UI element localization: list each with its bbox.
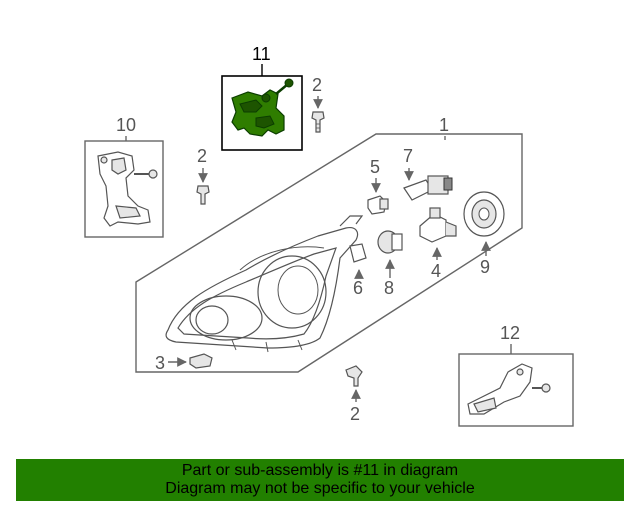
- footer-line-1: Part or sub-assembly is #11 in diagram: [181, 462, 459, 479]
- callout-7-group[interactable]: 7: [403, 146, 453, 201]
- callout-12-label: 12: [500, 323, 520, 343]
- callout-8-group[interactable]: 8: [377, 230, 403, 298]
- mounting-bracket-part-12: [467, 363, 551, 415]
- bulb-part-7: [403, 175, 453, 201]
- bolt-part-2-bottom: [345, 365, 363, 387]
- callout-12-group[interactable]: 12: [458, 323, 574, 427]
- callout-4-label: 4: [431, 261, 441, 281]
- callout-10-label: 10: [116, 115, 136, 135]
- mounting-bracket-part-10: [97, 151, 158, 227]
- callout-2-bottom-group[interactable]: 2: [345, 365, 363, 424]
- callout-2-top-label: 2: [312, 75, 322, 95]
- callout-7-label: 7: [403, 146, 413, 166]
- callout-5-group[interactable]: 5: [367, 157, 389, 215]
- callout-1-label: 1: [439, 115, 449, 135]
- adjuster-bracket-part-11: [231, 78, 294, 137]
- callout-11-group[interactable]: 11: [221, 44, 303, 151]
- callout-5-label: 5: [370, 157, 380, 177]
- callout-1-group[interactable]: 1: [135, 115, 523, 373]
- callout-2-bottom-label: 2: [350, 404, 360, 424]
- socket-part-6: [349, 243, 367, 263]
- clip-part-3: [189, 353, 213, 369]
- callout-2-top-group[interactable]: 2: [311, 75, 325, 133]
- bolt-part-2-left: [196, 185, 210, 205]
- bulb-part-5: [367, 195, 389, 215]
- callout-3-label: 3: [155, 353, 165, 373]
- callout-4-group[interactable]: 4: [419, 207, 457, 281]
- bolt-part-2-top: [311, 111, 325, 133]
- callout-11-label: 11: [252, 44, 271, 64]
- callout-3-group[interactable]: 3: [155, 353, 213, 373]
- socket-part-8: [377, 230, 403, 254]
- callout-2-left-group[interactable]: 2: [196, 146, 210, 205]
- headlight-housing-part-1: [165, 215, 364, 353]
- headlight-assembly-outline: [135, 133, 523, 373]
- callout-9-group[interactable]: 9: [463, 191, 505, 277]
- footer-line-2: Diagram may not be specific to your vehi…: [165, 480, 475, 497]
- bulb-part-4: [419, 207, 457, 243]
- callout-6-group[interactable]: 6: [349, 243, 367, 298]
- callout-6-label: 6: [353, 278, 363, 298]
- callout-2-left-label: 2: [197, 146, 207, 166]
- dust-cover-part-9: [463, 191, 505, 237]
- callout-10-group[interactable]: 10: [84, 115, 164, 238]
- callout-9-label: 9: [480, 257, 490, 277]
- callout-8-label: 8: [384, 278, 394, 298]
- footer-notice-banner: Part or sub-assembly is #11 in diagram D…: [16, 459, 624, 501]
